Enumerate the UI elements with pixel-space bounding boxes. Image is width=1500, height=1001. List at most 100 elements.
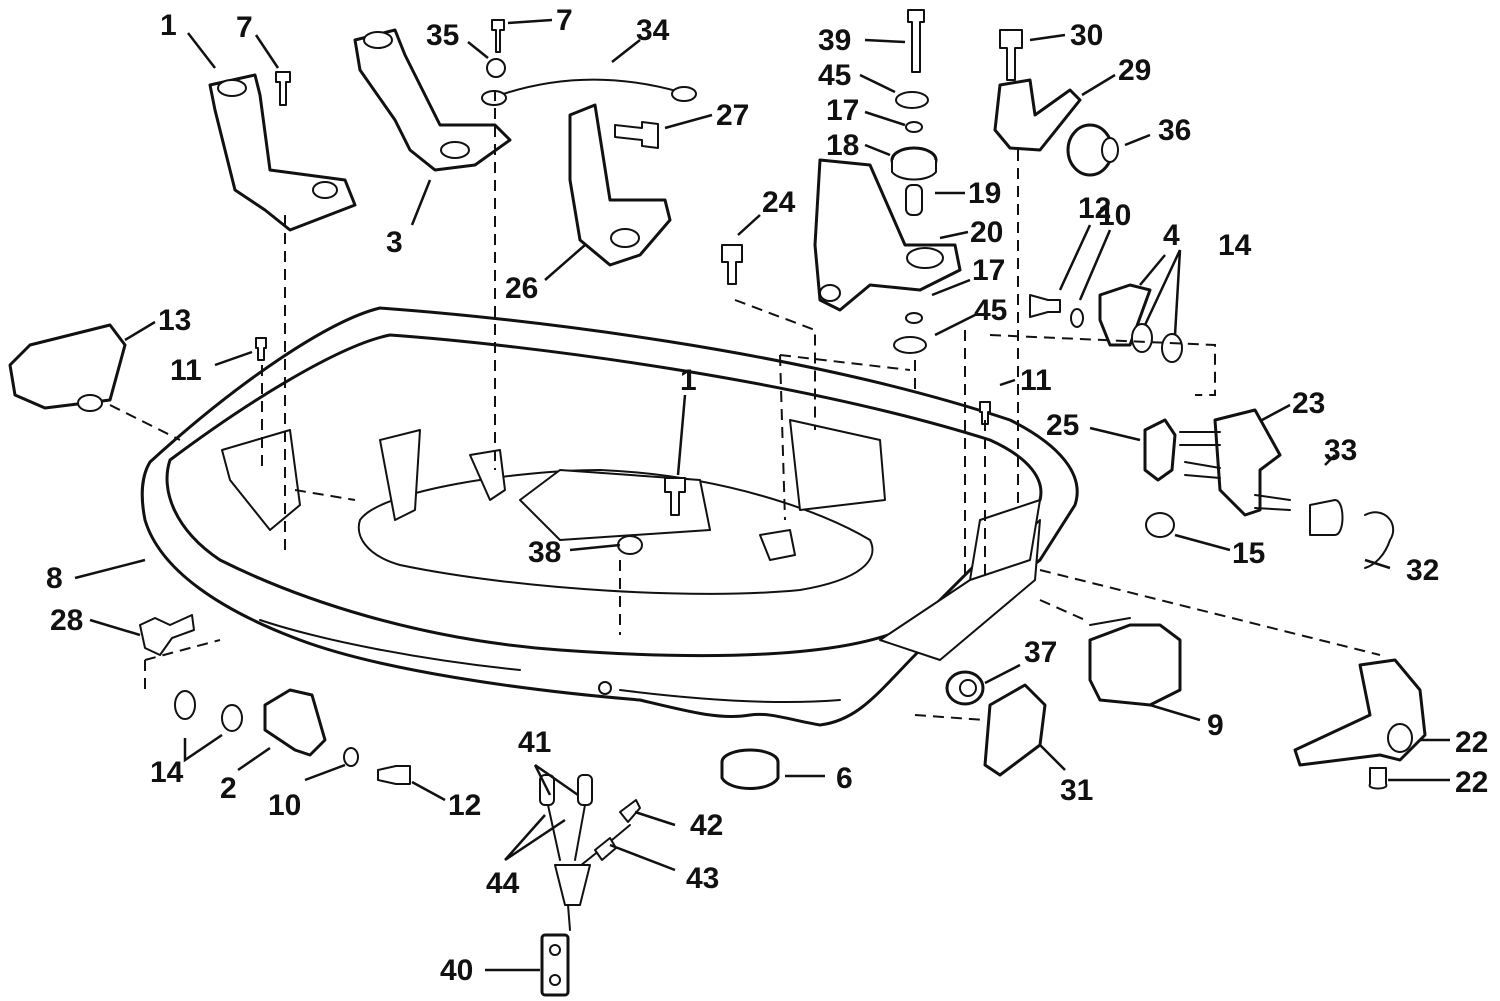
callout-7-center: 7 <box>556 4 573 37</box>
callout-2: 2 <box>220 772 237 805</box>
callout-24: 24 <box>762 186 796 219</box>
screw-12-right <box>1029 294 1061 318</box>
callout-34: 34 <box>636 14 670 47</box>
washer-45-top <box>895 91 929 109</box>
callout-10-right: 10 <box>1098 199 1131 232</box>
callout-31: 31 <box>1060 774 1093 807</box>
callout-19: 19 <box>968 177 1001 210</box>
screw-24 <box>721 244 743 285</box>
nut-38 <box>617 535 643 555</box>
callout-45-top: 45 <box>818 59 851 92</box>
screw-7-center <box>491 19 505 53</box>
callout-37: 37 <box>1024 636 1057 669</box>
callout-44: 44 <box>486 867 520 900</box>
callout-13: 13 <box>158 304 191 337</box>
washer-10-left <box>343 747 359 767</box>
nut-17-top <box>905 121 923 133</box>
washer-14b-left <box>221 704 243 732</box>
lower-cowl-pan <box>140 306 1079 727</box>
washer-14a-right <box>1131 323 1153 353</box>
callout-43: 43 <box>686 862 719 895</box>
callout-11-right: 11 <box>1020 364 1052 397</box>
callout-38: 38 <box>528 536 561 569</box>
callout-15: 15 <box>1232 537 1265 570</box>
callout-25: 25 <box>1046 409 1079 442</box>
callout-21: 22 <box>1455 726 1488 759</box>
washer-10-right <box>1070 308 1084 328</box>
mount-bracket-20 <box>813 158 962 312</box>
callout-14-left: 14 <box>150 756 184 789</box>
cover-13 <box>8 323 127 412</box>
bracket-2 <box>263 688 327 757</box>
mount-6 <box>720 748 780 790</box>
callout-8: 8 <box>46 562 63 595</box>
gasket-plate-25 <box>1143 418 1177 482</box>
callout-20: 20 <box>970 216 1003 249</box>
callout-30: 30 <box>1070 19 1103 52</box>
screw-22 <box>1368 767 1388 790</box>
screw-30 <box>999 29 1023 81</box>
connector-40 <box>540 933 570 997</box>
bracket-31 <box>983 683 1047 777</box>
callout-32: 32 <box>1406 554 1439 587</box>
callout-41: 41 <box>518 726 551 759</box>
screw-11-right <box>979 401 991 425</box>
callout-23: 23 <box>1292 387 1325 420</box>
lockwasher-35 <box>486 58 506 78</box>
cover-9 <box>1088 617 1182 707</box>
screw-7-left <box>275 71 291 106</box>
callout-5: 1 <box>160 9 177 42</box>
callout-6: 6 <box>836 762 853 795</box>
callout-4: 4 <box>1163 219 1180 252</box>
screw-1 <box>664 477 686 516</box>
rear-bracket-left <box>208 73 357 232</box>
bracket-29 <box>993 78 1082 152</box>
nut-17-low <box>905 312 923 324</box>
callout-39: 39 <box>818 24 851 57</box>
callout-7-left: 7 <box>236 11 253 44</box>
callout-22: 22 <box>1455 766 1488 799</box>
callout-3: 3 <box>386 226 403 259</box>
callout-18: 18 <box>826 129 859 162</box>
bushing-36 <box>1066 123 1119 177</box>
screw-27 <box>614 121 659 149</box>
callout-35: 35 <box>426 19 459 52</box>
fuel-connector-23 <box>1179 408 1291 517</box>
mount-bracket-26 <box>568 103 672 267</box>
grommet-37 <box>945 670 985 706</box>
callout-40: 40 <box>440 954 473 987</box>
plug-15 <box>1145 512 1175 538</box>
washer-14b-right <box>1161 333 1183 363</box>
callout-33: 33 <box>1324 434 1357 467</box>
callout-10-left: 10 <box>268 789 301 822</box>
callout-28: 28 <box>50 604 83 637</box>
callout-17-top: 17 <box>826 94 859 127</box>
screw-11-left <box>255 337 267 361</box>
washer-14a-left <box>174 690 196 720</box>
callout-45-low: 45 <box>974 294 1007 327</box>
washer-45-low <box>893 336 927 354</box>
bracket-4 <box>1098 283 1152 347</box>
bracket-21 <box>1293 658 1427 767</box>
callout-1: 1 <box>680 364 697 397</box>
grommet-18 <box>890 146 938 181</box>
callout-12-left: 12 <box>448 789 481 822</box>
callout-29: 29 <box>1118 54 1151 87</box>
bolt-39 <box>907 9 925 73</box>
sleeve-19 <box>905 184 923 216</box>
cap-33 <box>1309 499 1344 536</box>
callout-17-low: 17 <box>972 254 1005 287</box>
callout-11-left: 11 <box>170 354 202 387</box>
screw-12-left <box>377 765 411 785</box>
retainer-32 <box>1364 511 1395 569</box>
callout-26: 26 <box>505 272 538 305</box>
leader-lines <box>74 18 1450 972</box>
rear-bracket-center <box>353 28 512 172</box>
callout-labels: 1 7 35 7 34 27 3 26 39 45 17 18 19 20 30… <box>46 4 1488 987</box>
callout-27: 27 <box>716 99 749 132</box>
callout-42: 42 <box>690 809 723 842</box>
callout-9: 9 <box>1207 709 1224 742</box>
callout-36: 36 <box>1158 114 1191 147</box>
alignment-lines <box>109 90 1381 721</box>
